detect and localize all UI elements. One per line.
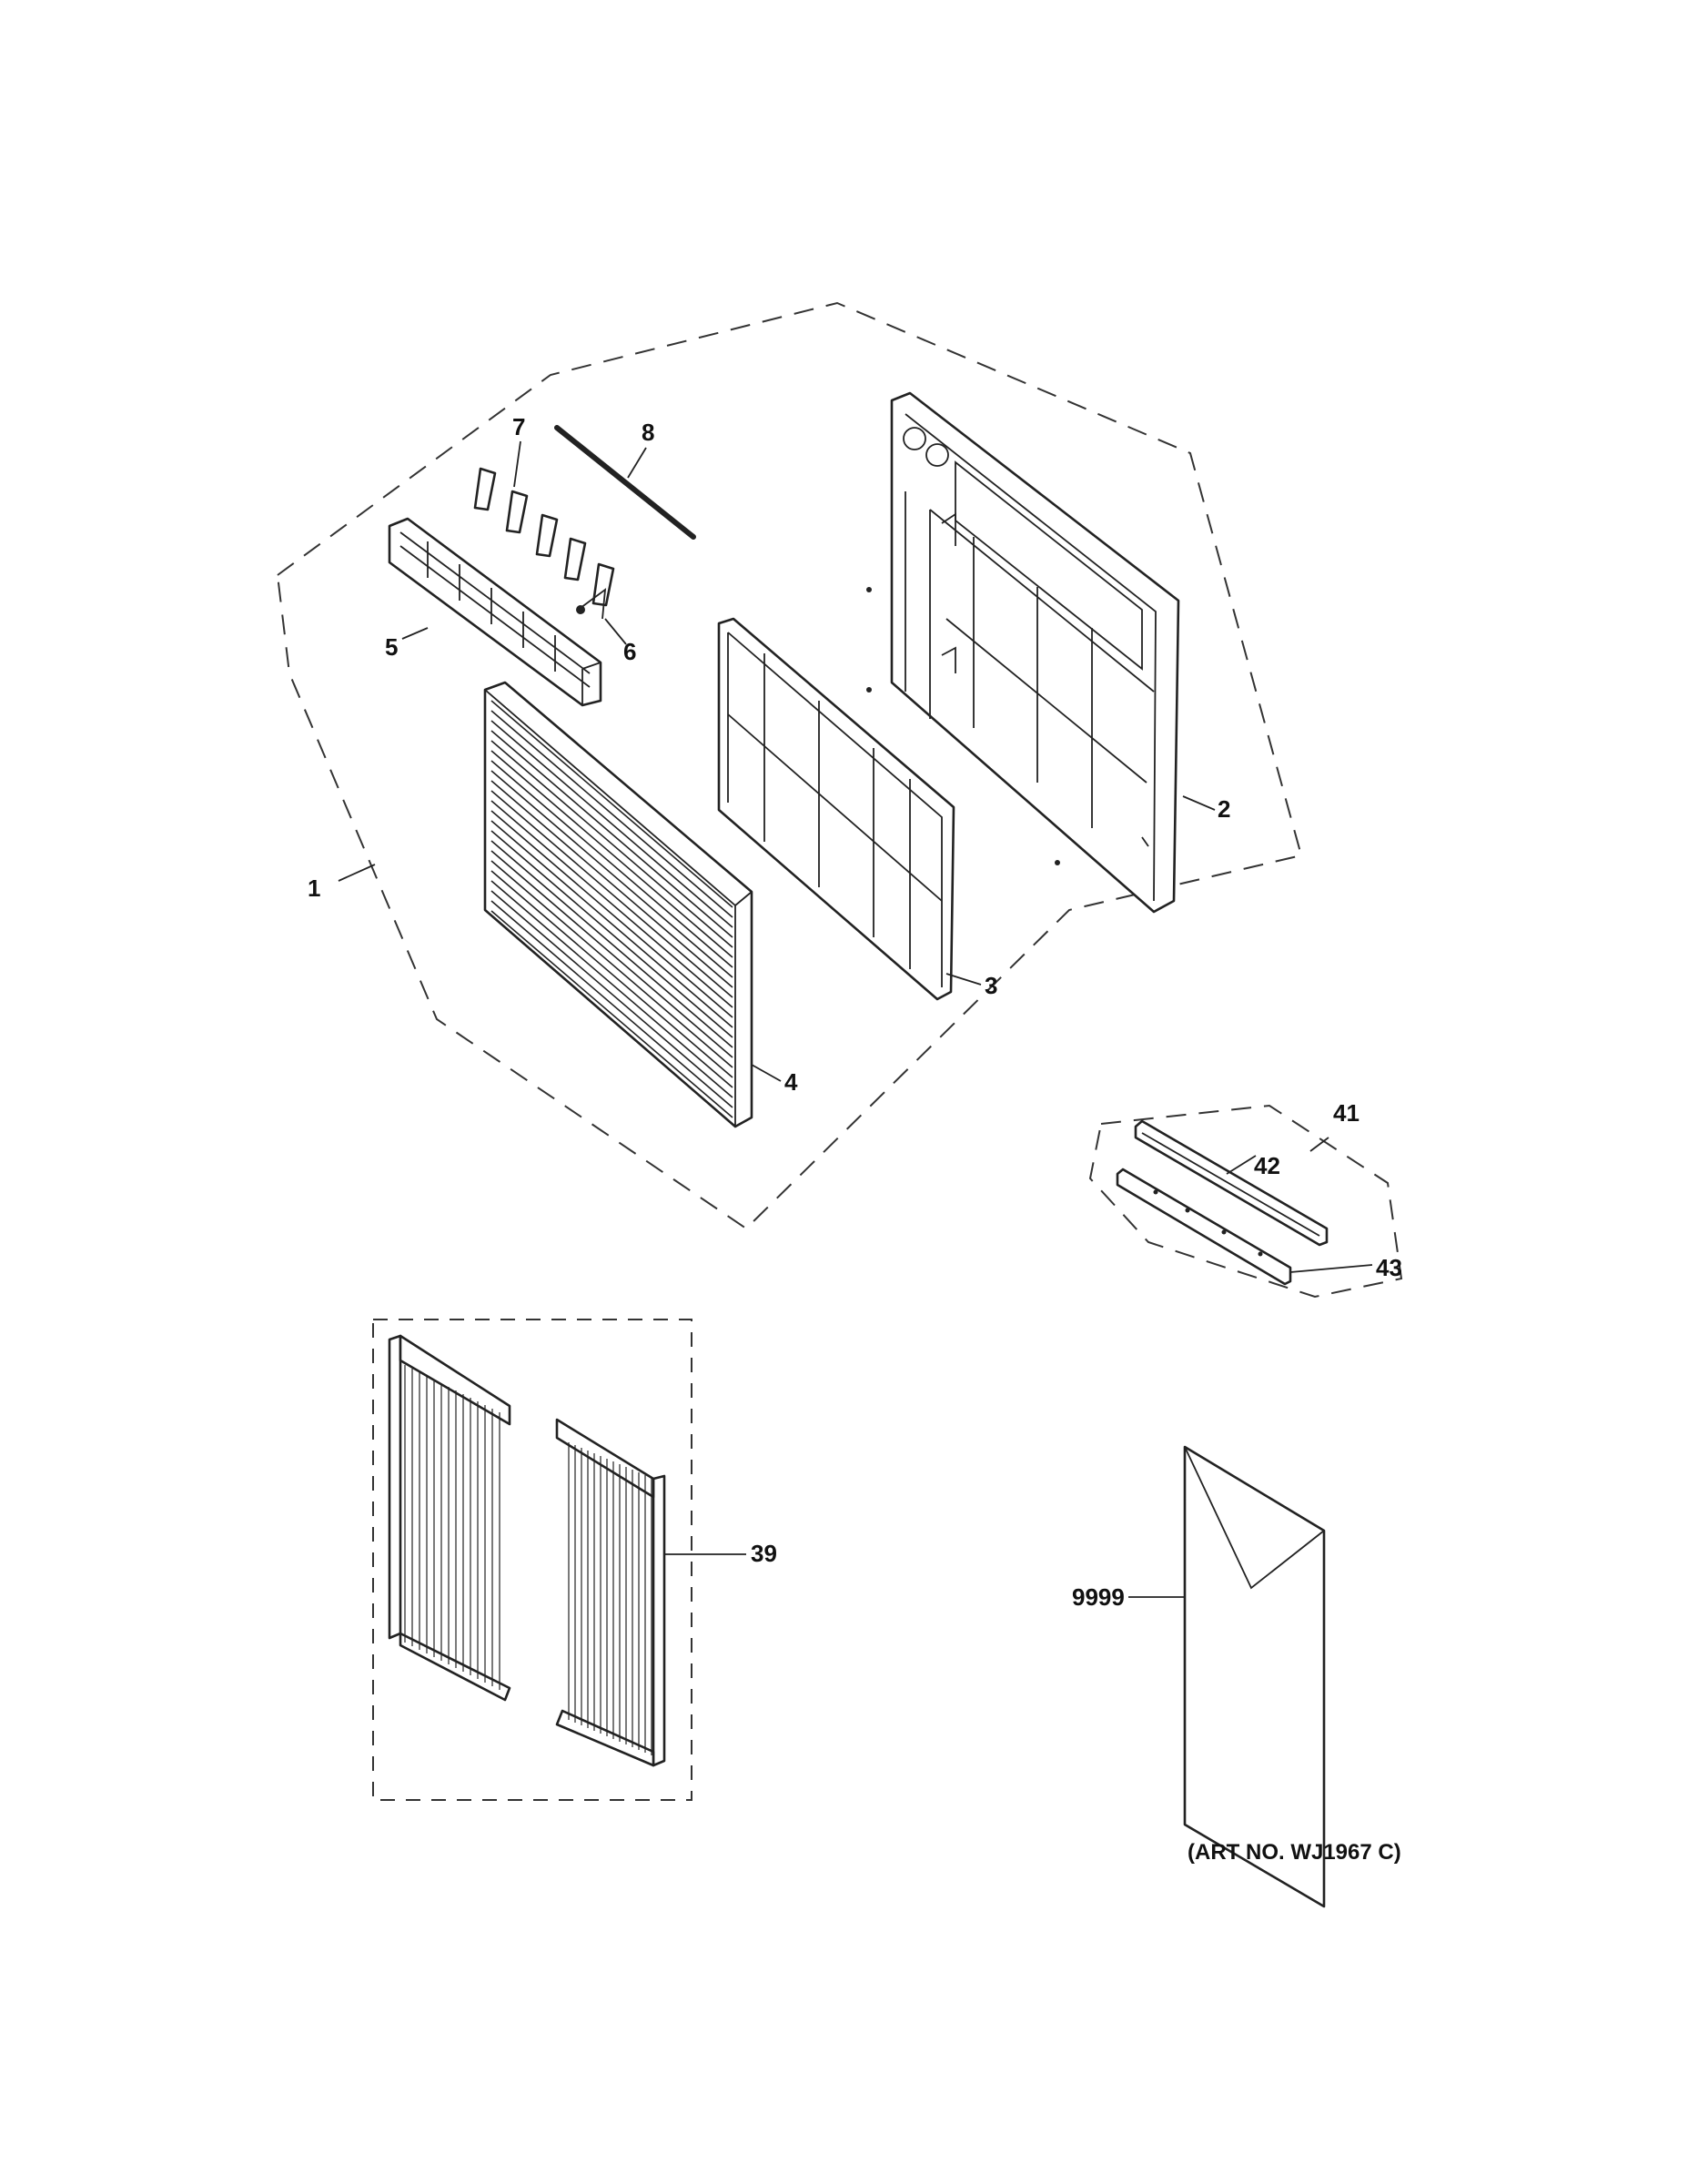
callout-42: 42 [1254, 1152, 1280, 1179]
callout-4: 4 [784, 1068, 798, 1096]
callout-5: 5 [385, 633, 398, 661]
part-43-bottom-rail[interactable] [1116, 1168, 1292, 1286]
part-2-front-frame[interactable] [866, 391, 1180, 914]
callout-39: 39 [751, 1540, 777, 1567]
grille-slats [490, 700, 733, 1118]
leader-lines [338, 440, 1373, 1598]
callout-7: 7 [512, 413, 525, 440]
callout-9999: 9999 [1072, 1583, 1125, 1611]
art-number: (ART NO. WJ1967 C) [1188, 1840, 1401, 1865]
callout-2: 2 [1218, 795, 1230, 823]
kit-39-boundary [372, 1319, 692, 1801]
callout-1: 1 [308, 875, 320, 902]
callout-6: 6 [623, 638, 636, 665]
left-curtain-pleats [404, 1365, 500, 1690]
part-8-rod[interactable] [554, 425, 696, 540]
callout-3: 3 [985, 972, 997, 999]
right-curtain-pleats [568, 1442, 652, 1755]
part-5-louver-grille[interactable] [388, 517, 602, 707]
part-4-front-grille[interactable] [483, 681, 753, 1128]
callout-41: 41 [1333, 1099, 1359, 1127]
callout-8: 8 [642, 419, 654, 446]
part-39-side-curtains[interactable] [388, 1334, 666, 1767]
part-42-top-rail[interactable] [1134, 1119, 1329, 1247]
part-callouts: 1 2 3 4 5 6 7 8 39 41 42 43 9999 [308, 413, 1402, 1611]
part-3-air-filter[interactable] [717, 617, 955, 1001]
assembly-1-boundary [276, 301, 1303, 1230]
part-6-louver-link[interactable] [576, 588, 607, 620]
callout-43: 43 [1376, 1254, 1402, 1281]
part-9999-manual[interactable] [1183, 1445, 1326, 1908]
